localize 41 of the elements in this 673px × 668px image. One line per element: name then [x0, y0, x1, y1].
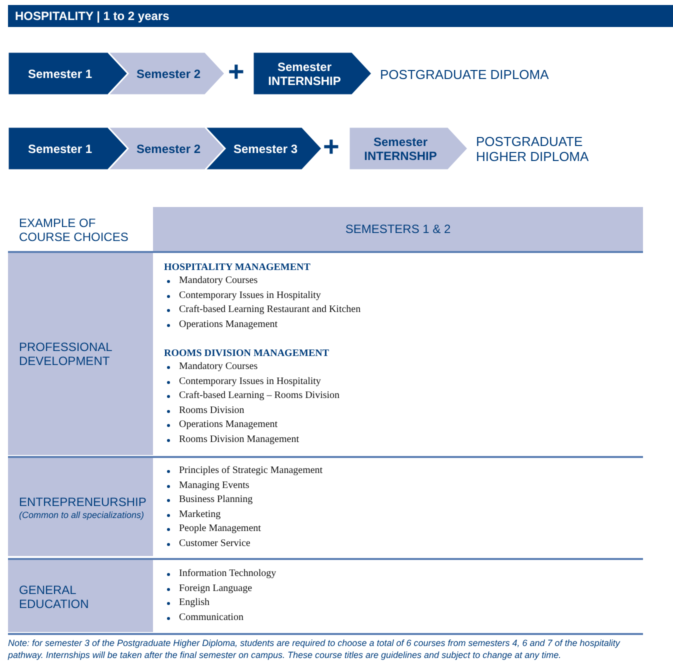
row-header: PROFESSIONAL DEVELOPMENT	[19, 340, 113, 368]
diploma-text: POSTGRADUATE DIPLOMA	[380, 67, 550, 82]
course-item: Foreign Language	[179, 582, 252, 594]
course-item: Customer Service	[179, 538, 250, 550]
title-bar: HOSPITALITY | 1 to 2 years	[8, 5, 673, 27]
row-header: GENERAL EDUCATION	[19, 583, 90, 611]
course-item: People Management	[179, 523, 261, 535]
semester-step: Semester INTERNSHIP	[253, 52, 372, 95]
course-item: Operations Management	[179, 318, 278, 330]
course-item: Contemporary Issues in Hospitality	[179, 376, 321, 388]
course-item: Marketing	[179, 508, 221, 520]
course-item: Business Planning	[179, 494, 253, 506]
semester-step: Semester INTERNSHIP	[349, 127, 468, 170]
semester-step: Semester 2	[108, 127, 225, 170]
course-item: Communication	[179, 612, 244, 624]
course-item: Information Technology	[179, 568, 276, 580]
course-item: Mandatory Courses	[179, 275, 258, 287]
course-item: Mandatory Courses	[179, 361, 258, 373]
course-item: Operations Management	[179, 419, 278, 431]
course-item: Contemporary Issues in Hospitality	[179, 290, 321, 302]
course-item: Craft-based Learning – Rooms Division	[179, 390, 340, 402]
diploma-text: POSTGRADUATE HIGHER DIPLOMA	[476, 134, 590, 164]
course-item: English	[179, 597, 210, 609]
semester-step: Semester 1	[8, 52, 128, 95]
course-item: Rooms Division	[179, 404, 244, 416]
plus-sign: +	[323, 133, 340, 161]
semester-step: Semester 1	[8, 127, 128, 170]
semester-step: Semester 2	[108, 52, 225, 95]
semester-step: Semester 3	[205, 127, 322, 170]
column-header: SEMESTERS 1 & 2	[344, 222, 452, 236]
course-item: Rooms Division Management	[179, 434, 299, 446]
course-item: Managing Events	[179, 480, 250, 492]
course-item: Principles of Strategic Management	[179, 465, 323, 477]
course-item: Craft-based Learning Restaurant and Kitchen	[179, 304, 361, 316]
column-header: EXAMPLE OF COURSE CHOICES	[19, 216, 130, 244]
row-header: ENTREPRENEURSHIP	[19, 495, 148, 509]
row-note: (Common to all specializations)	[19, 510, 146, 520]
group-heading: ROOMS DIVISION MANAGEMENT	[164, 348, 330, 359]
note-text: Note: for semester 3 of the Postgraduate Higher Diploma, students are required to choose a total of 6 courses from semesters 4, 6 and 7 of the hospitality pathway. Internships will be taken after the final semester on campus. These course titles are guidelines and subject to change at any time.	[8, 637, 622, 661]
group-heading: HOSPITALITY MANAGEMENT	[164, 262, 310, 273]
plus-sign: +	[228, 58, 244, 86]
